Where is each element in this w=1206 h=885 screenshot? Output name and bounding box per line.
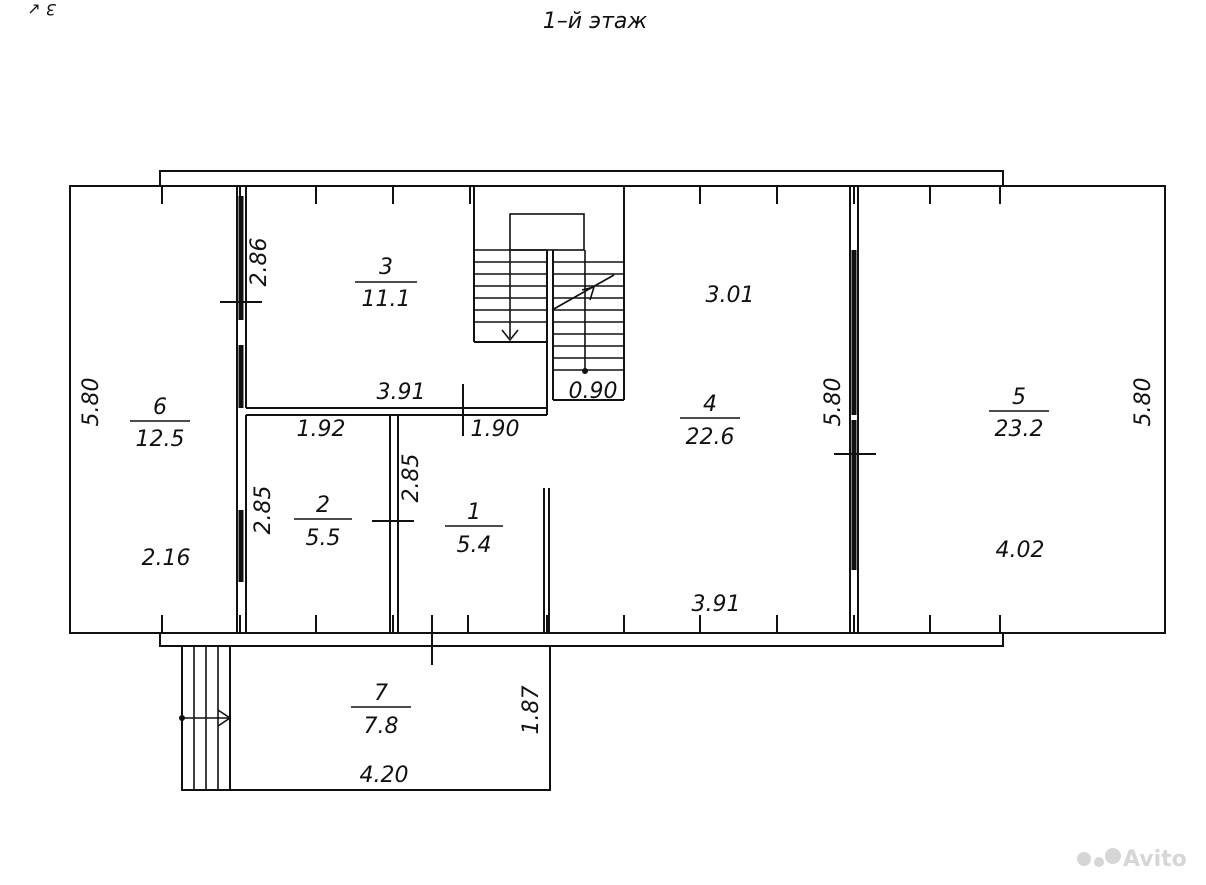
room-area: 5.4 bbox=[457, 533, 492, 558]
dimension-label: 2.16 bbox=[142, 546, 191, 571]
dimension-label: 5.80 bbox=[79, 378, 104, 427]
staircase bbox=[473, 186, 625, 415]
room-area: 22.6 bbox=[686, 425, 735, 450]
room-2-label: 2 5.5 bbox=[294, 493, 352, 551]
room-area: 23.2 bbox=[995, 417, 1044, 442]
interior-walls bbox=[220, 186, 876, 665]
room-number: 5 bbox=[1012, 385, 1026, 410]
room-4-label: 4 22.6 bbox=[680, 392, 740, 450]
dimension-label: 2.86 bbox=[247, 238, 272, 287]
room-5-label: 5 23.2 bbox=[989, 385, 1049, 442]
porch bbox=[179, 645, 551, 791]
dimension-labels: 5.80 5.80 5.80 2.86 3.91 1.92 1.90 2.85 … bbox=[79, 238, 1156, 788]
dimension-label: 3.01 bbox=[706, 283, 755, 308]
dimension-label: 4.02 bbox=[996, 538, 1045, 563]
room-area: 11.1 bbox=[362, 287, 411, 312]
room-1-label: 1 5.4 bbox=[445, 500, 503, 558]
dimension-label: 1.90 bbox=[471, 417, 520, 442]
dimension-label: 3.91 bbox=[692, 592, 741, 617]
room-area: 12.5 bbox=[136, 427, 185, 452]
dimension-label: 0.90 bbox=[569, 379, 618, 404]
room-labels: 1 5.4 2 5.5 3 11.1 4 22.6 5 23.2 6 12.5 bbox=[130, 255, 1049, 739]
corner-mark: 3 ↙ bbox=[27, 0, 56, 19]
room-number: 3 bbox=[379, 255, 393, 280]
room-number: 7 bbox=[374, 681, 388, 706]
room-area: 5.5 bbox=[306, 526, 341, 551]
top-ticks bbox=[161, 186, 1001, 204]
room-3-label: 3 11.1 bbox=[355, 255, 417, 312]
dimension-label: 5.80 bbox=[821, 378, 846, 427]
dimension-label: 3.91 bbox=[377, 380, 426, 405]
dimension-label: 1.87 bbox=[519, 686, 544, 735]
room-number: 2 bbox=[316, 493, 330, 518]
room-area: 7.8 bbox=[364, 714, 399, 739]
building-outline bbox=[69, 170, 1166, 647]
room-6-label: 6 12.5 bbox=[130, 395, 190, 452]
dimension-label: 1.92 bbox=[297, 417, 346, 442]
room-number: 6 bbox=[153, 395, 167, 420]
watermark-text: Avito bbox=[1123, 847, 1187, 872]
dimension-label: 2.85 bbox=[399, 454, 424, 503]
avito-watermark: Avito bbox=[1077, 847, 1187, 872]
dimension-label: 5.80 bbox=[1131, 378, 1156, 427]
room-number: 4 bbox=[703, 392, 717, 417]
bottom-ticks bbox=[161, 615, 1001, 633]
dimension-label: 4.20 bbox=[360, 763, 409, 788]
dimension-label: 2.85 bbox=[251, 486, 276, 535]
floor-title: 1–й этаж bbox=[543, 9, 648, 34]
room-7-label: 7 7.8 bbox=[351, 681, 411, 739]
room-number: 1 bbox=[467, 500, 481, 525]
